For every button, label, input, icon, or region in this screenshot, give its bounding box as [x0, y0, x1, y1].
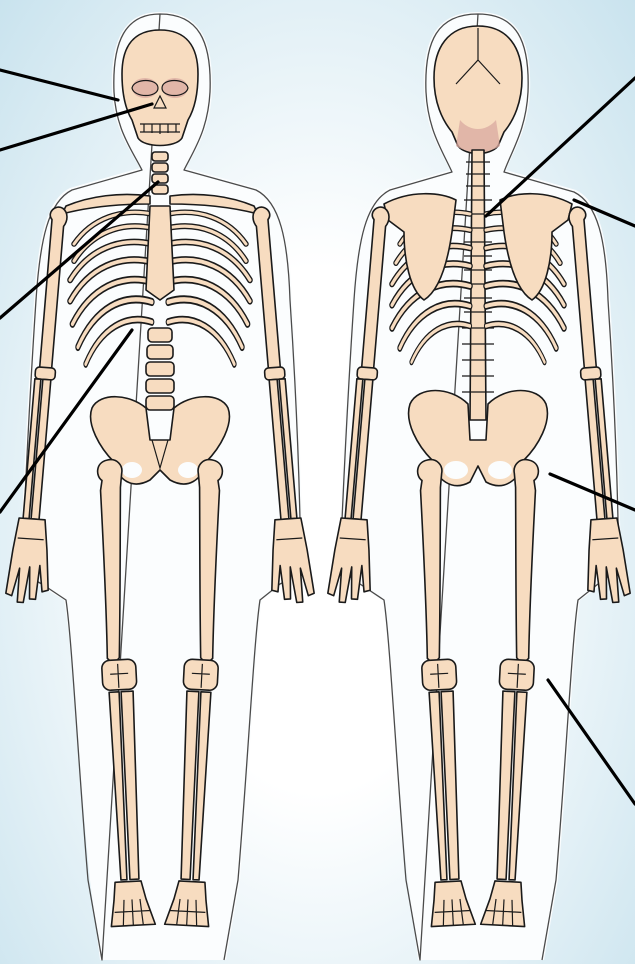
posterior-skeleton: [327, 12, 630, 960]
anterior-skeleton: [5, 12, 314, 960]
leader-line-nose: [0, 70, 118, 100]
